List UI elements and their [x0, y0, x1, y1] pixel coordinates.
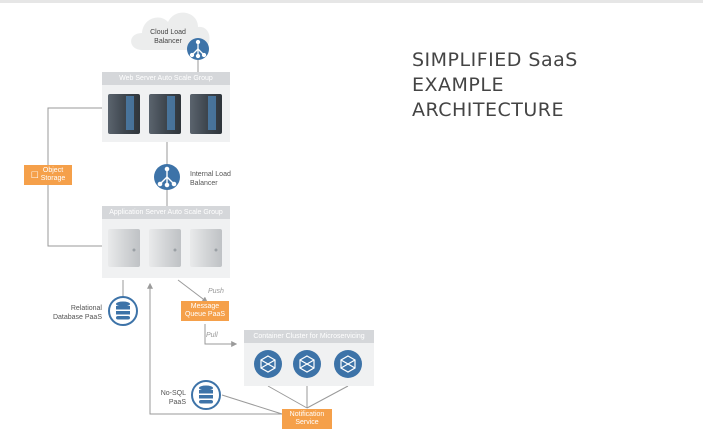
message-queue-line1: Message [190, 303, 220, 310]
tag-icon: ☐ [30, 170, 39, 180]
nosql-database-icon [191, 380, 221, 410]
push-label: Push [208, 288, 224, 295]
pull-label: Pull [206, 332, 218, 339]
application-server-group-title: Application Server Auto Scale Group [109, 209, 223, 216]
internal-lb-line2: Balancer [190, 180, 218, 187]
relational-database-icon [108, 296, 138, 326]
cloud-shape [131, 12, 210, 50]
cloud-lb-line1: Cloud Load [150, 29, 186, 36]
object-storage-line1: Object [42, 167, 64, 174]
nosql-label: No-SQL PaaS [150, 389, 186, 407]
internal-load-balancer-icon [154, 164, 180, 190]
page-title: SIMPLIFIED SaaS EXAMPLE ARCHITECTURE [412, 48, 682, 123]
nosql-line1: No-SQL [160, 390, 186, 397]
internal-load-balancer-label: Internal Load Balancer [190, 170, 250, 188]
web-server-icons [108, 94, 222, 134]
relational-db-line1: Relational [70, 305, 102, 312]
object-storage-line2: Storage [40, 175, 66, 182]
cloud-load-balancer-label: Cloud Load Balancer [148, 28, 188, 46]
title-line-2: EXAMPLE [412, 74, 504, 96]
cloud-lb-line2: Balancer [154, 38, 182, 45]
title-line-3: ARCHITECTURE [412, 99, 565, 121]
message-queue-line2: Queue PaaS [184, 311, 226, 318]
internal-lb-line1: Internal Load [190, 171, 231, 178]
title-line-1: SIMPLIFIED SaaS [412, 49, 578, 71]
container-cluster-group-title: Container Cluster for Microservicing [253, 333, 365, 340]
web-server-group-title: Web Server Auto Scale Group [119, 75, 213, 82]
cloud-load-balancer-icon [187, 38, 209, 60]
relational-database-label: Relational Database PaaS [40, 304, 102, 322]
notification-service-box: Notification Service [282, 409, 332, 429]
notification-line1: Notification [289, 411, 325, 418]
relational-db-line2: Database PaaS [52, 314, 102, 321]
object-storage-box: ☐ Object Storage [24, 165, 72, 185]
connectors [47, 60, 349, 415]
message-queue-box: Message Queue PaaS [181, 301, 229, 321]
notification-line2: Service [295, 419, 319, 426]
application-server-icons [108, 229, 222, 267]
container-node-icons [254, 350, 362, 378]
nosql-line2: PaaS [168, 399, 186, 406]
top-divider [0, 0, 703, 3]
